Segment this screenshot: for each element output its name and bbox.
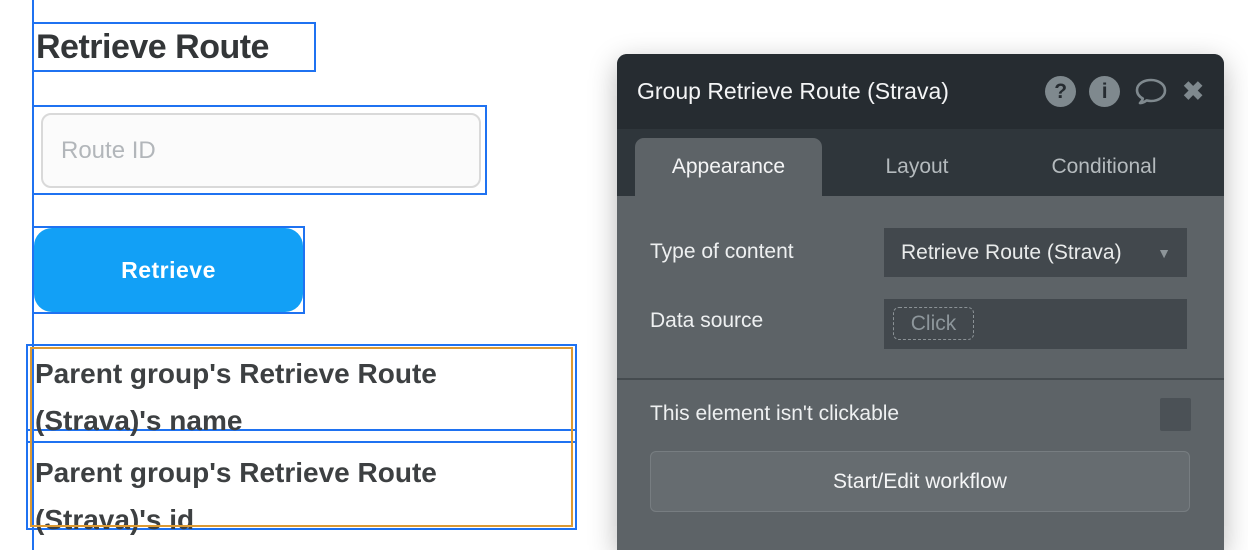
- start-edit-workflow-label: Start/Edit workflow: [833, 469, 1007, 493]
- dynamic-texts-warning-border: [30, 347, 573, 527]
- clickable-checkbox[interactable]: [1160, 398, 1191, 431]
- property-editor-panel: Group Retrieve Route (Strava) ? i ✖ Appe…: [617, 54, 1224, 550]
- info-icon[interactable]: i: [1089, 76, 1121, 107]
- heading-text: Retrieve Route: [36, 27, 269, 66]
- data-source-label: Data source: [650, 309, 764, 332]
- section-divider: [617, 378, 1224, 380]
- panel-header-icons: ? i ✖: [1045, 76, 1224, 107]
- panel-body: Type of content Retrieve Route (Strava) …: [617, 196, 1224, 550]
- panel-tab-bar: Appearance Layout Conditional: [617, 129, 1224, 196]
- start-edit-workflow-button[interactable]: Start/Edit workflow: [650, 451, 1190, 512]
- tab-layout[interactable]: Layout: [885, 155, 949, 178]
- chevron-down-icon: ▼: [1157, 244, 1171, 261]
- route-id-input[interactable]: [41, 113, 481, 188]
- retrieve-button[interactable]: Retrieve: [34, 228, 303, 312]
- help-icon[interactable]: ?: [1045, 76, 1077, 107]
- panel-header[interactable]: Group Retrieve Route (Strava) ? i ✖: [617, 54, 1224, 129]
- comment-icon[interactable]: [1133, 76, 1169, 107]
- retrieve-button-element[interactable]: Retrieve: [32, 226, 305, 314]
- clickable-label: This element isn't clickable: [650, 402, 900, 425]
- route-id-input-element[interactable]: [32, 105, 487, 195]
- dynamic-text-id-element[interactable]: Parent group's Retrieve Route (Strava)'s…: [35, 457, 437, 535]
- data-source-placeholder[interactable]: Click: [893, 307, 974, 340]
- type-of-content-label: Type of content: [650, 240, 794, 263]
- selection-divider-line: [26, 441, 577, 443]
- type-of-content-dropdown[interactable]: Retrieve Route (Strava) ▼: [884, 228, 1187, 277]
- dynamic-texts-selection-box: [26, 344, 577, 530]
- heading-element[interactable]: Retrieve Route: [32, 22, 316, 72]
- data-source-field[interactable]: Click: [884, 299, 1187, 349]
- selection-divider-line: [26, 429, 577, 431]
- panel-title: Group Retrieve Route (Strava): [637, 78, 949, 104]
- tab-appearance[interactable]: Appearance: [635, 138, 822, 196]
- dynamic-text-name-element[interactable]: Parent group's Retrieve Route (Strava)'s…: [35, 358, 437, 436]
- close-icon[interactable]: ✖: [1182, 76, 1204, 106]
- retrieve-button-label: Retrieve: [121, 256, 216, 283]
- type-of-content-value: Retrieve Route (Strava): [901, 240, 1122, 264]
- tab-conditional[interactable]: Conditional: [1051, 155, 1157, 178]
